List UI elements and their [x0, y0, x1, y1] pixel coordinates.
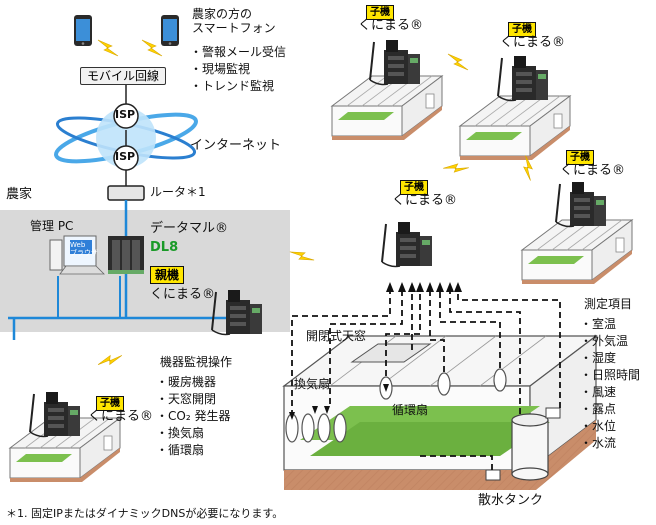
wireless-bolt-farm	[97, 347, 123, 373]
smartphone-icon-2	[161, 15, 179, 46]
management-pc-icon	[49, 235, 105, 275]
child-kunimaru-label-top-3: くにまる®	[560, 163, 626, 178]
child-kunimaru-label-top-1: くにまる®	[358, 18, 424, 33]
phone-caption-line-1: 農家の方の	[192, 7, 253, 21]
child-kunimaru-label-top-2: くにまる®	[500, 35, 566, 50]
phone-feature-list: ・警報メール受信 ・現場監視 ・トレンド監視	[190, 44, 286, 95]
equipment-item: ・循環扇	[156, 443, 205, 457]
sensor-box-right	[545, 407, 561, 419]
greenhouse-top-3	[521, 219, 633, 285]
signal-arrowheads	[289, 282, 462, 420]
measure-item: ・室温	[580, 317, 617, 331]
equipment-title: 機器監視操作	[160, 355, 233, 369]
child-badge-left: 子機	[96, 396, 124, 411]
circ-fan-label: 循環扇	[392, 403, 429, 417]
measure-item: ・風速	[580, 385, 617, 399]
equipment-item: ・暖房機器	[156, 375, 217, 389]
equipment-item: ・換気扇	[156, 426, 205, 440]
measure-item: ・外気温	[580, 334, 629, 348]
phone-caption-line-2: スマートフォン	[192, 20, 276, 35]
greenhouse-top-1	[331, 75, 443, 141]
phone-feature-item: ・警報メール受信	[190, 45, 287, 59]
measure-list: ・室温 ・外気温 ・湿度 ・日照時間 ・風速 ・露点 ・水位 ・水流	[580, 316, 640, 452]
footnote: ＊1. 固定IPまたはダイナミックDNSが必要になります。	[6, 507, 284, 520]
child-kunimaru-label-left: くにまる®	[88, 409, 154, 424]
signal-lines	[291, 290, 561, 470]
wireless-bolt-phones-2	[141, 39, 163, 57]
measure-item: ・水流	[580, 436, 617, 450]
parent-badge: 親機	[150, 266, 185, 284]
wireless-bolt-top-1	[447, 53, 469, 71]
child-badge-top-3: 子機	[566, 150, 594, 165]
skylight-label: 開閉式天窓	[306, 329, 367, 343]
data-logger-dl8-icon	[108, 236, 144, 274]
vent-fan-label: 換気扇	[294, 377, 331, 391]
router-label: ルータ＊1	[150, 185, 206, 199]
child-badge-center: 子機	[400, 180, 428, 195]
measure-item: ・水位	[580, 419, 617, 433]
sensor-box-bottom	[485, 469, 501, 481]
measure-item: ・湿度	[580, 351, 617, 365]
child-badge-top-1: 子機	[366, 5, 394, 20]
router-box	[107, 185, 145, 201]
wireless-bolt-phones-1	[97, 39, 119, 57]
isp-node-top	[113, 103, 139, 129]
web-browser-line-2: ブラウザ	[70, 249, 98, 257]
water-tank-icon	[511, 413, 549, 481]
measure-item: ・露点	[580, 402, 617, 416]
management-pc-label: 管理 PC	[30, 219, 74, 233]
child-kunimaru-label-center: くにまる®	[392, 193, 458, 208]
isp-label-top: ISP	[115, 108, 136, 121]
smartphone-icon-1	[74, 15, 92, 46]
internet-label: インターネット	[190, 138, 282, 153]
data-mal-label: データマル®	[150, 221, 229, 236]
equipment-item: ・CO₂ 発生器	[156, 409, 231, 423]
phone-feature-item: ・トレンド監視	[190, 79, 275, 93]
parent-kunimaru-label: くにまる®	[150, 287, 216, 302]
isp-label-bottom: ISP	[115, 150, 136, 163]
child-kunimaru-device-top-2	[497, 55, 549, 102]
greenhouse-top-2	[459, 95, 571, 161]
web-browser-line-1: Web	[70, 241, 86, 249]
web-browser-label: Web ブラウザ	[70, 241, 98, 257]
phone-caption: 農家の方の スマートフォン	[192, 7, 276, 36]
mobile-line-box: モバイル回線	[80, 67, 167, 85]
equipment-item: ・天窓開閉	[156, 392, 217, 406]
child-badge-top-2: 子機	[508, 22, 536, 37]
child-kunimaru-device-center	[381, 221, 433, 268]
phone-feature-item: ・現場監視	[190, 62, 251, 76]
water-tank-label: 散水タンク	[478, 493, 544, 508]
measure-title: 測定項目	[584, 297, 633, 311]
equipment-list: ・暖房機器 ・天窓開閉 ・CO₂ 発生器 ・換気扇 ・循環扇	[156, 374, 230, 459]
measure-item: ・日照時間	[580, 368, 641, 382]
wireless-bolt-center	[289, 244, 315, 268]
dl8-label: DL8	[150, 240, 179, 255]
farm-house-label: 農家	[6, 187, 33, 202]
